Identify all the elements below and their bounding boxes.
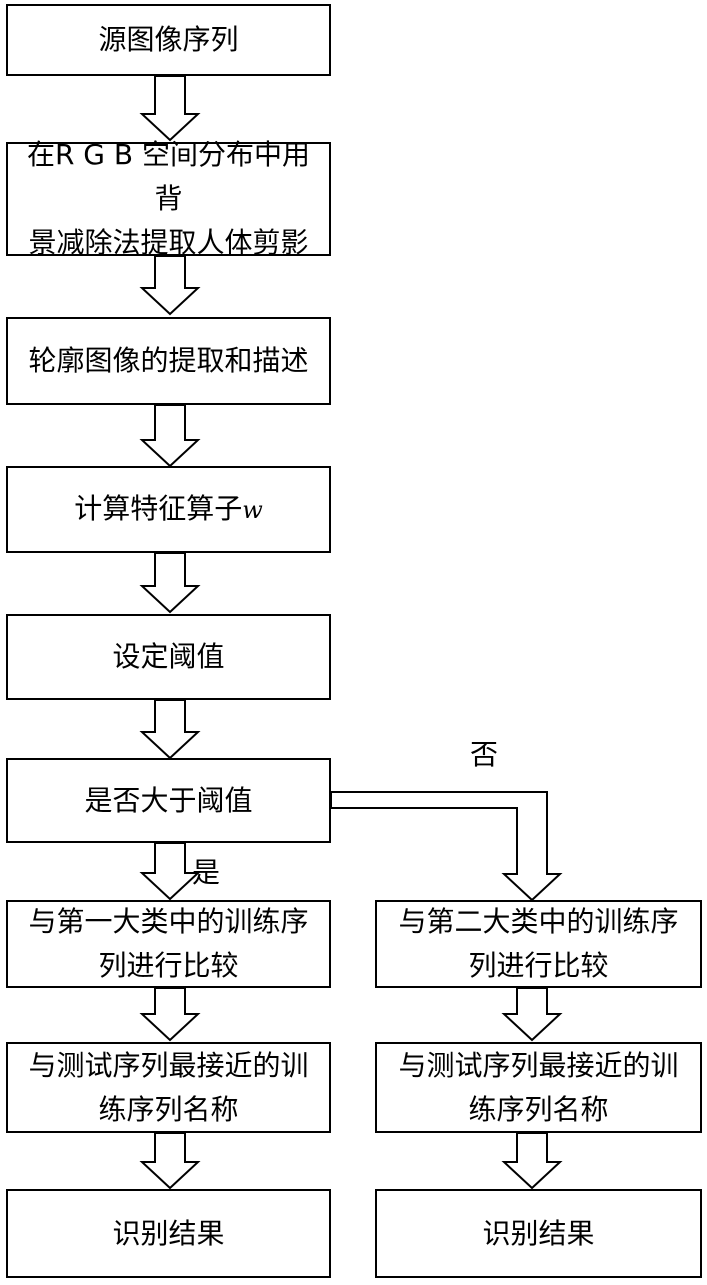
arrow-threshold-to-decision: [142, 700, 198, 758]
arrow-right-compare-to-nearest: [504, 988, 560, 1040]
arrow-source-to-extract: [142, 76, 198, 140]
left-nearest-line1: 与测试序列最接近的训: [28, 1044, 308, 1088]
step-operator-label: 计算特征算子w: [74, 487, 263, 532]
left-result-label: 识别结果: [112, 1212, 224, 1256]
left-compare-line2: 列进行比较: [98, 944, 238, 988]
step-source-label: 源图像序列: [98, 18, 238, 62]
operator-symbol: w: [242, 496, 263, 524]
right-nearest-training-sequence: 与测试序列最接近的训 练序列名称: [375, 1042, 702, 1133]
left-nearest-training-sequence: 与测试序列最接近的训 练序列名称: [6, 1042, 331, 1133]
decision-label: 是否大于阈值: [84, 779, 252, 823]
right-nearest-line1: 与测试序列最接近的训: [398, 1044, 678, 1088]
left-compare-line1: 与第一大类中的训练序: [28, 900, 308, 944]
step-extract-line2: 景减除法提取人体剪影: [28, 221, 308, 265]
step-feature-operator: 计算特征算子w: [6, 466, 331, 553]
arrow-right-nearest-to-result: [504, 1133, 560, 1188]
arrow-operator-to-threshold: [142, 553, 198, 612]
arrow-left-nearest-to-result: [142, 1133, 198, 1188]
step-source-sequence: 源图像序列: [6, 4, 331, 76]
step-silhouette-extraction: 在R G B 空间分布中用背 景减除法提取人体剪影: [6, 142, 331, 256]
step-set-threshold: 设定阈值: [6, 614, 331, 700]
branch-yes-label: 是: [192, 858, 220, 888]
step-contour-description: 轮廓图像的提取和描述: [6, 317, 331, 405]
decision-above-threshold: 是否大于阈值: [6, 758, 331, 843]
right-compare-line2: 列进行比较: [468, 944, 608, 988]
left-recognition-result: 识别结果: [6, 1189, 331, 1278]
branch-no-label: 否: [470, 740, 498, 770]
arrow-decision-yes: [142, 843, 198, 899]
right-nearest-line2: 练序列名称: [468, 1088, 608, 1132]
step-threshold-label: 设定阈值: [112, 635, 224, 679]
right-compare-class2: 与第二大类中的训练序 列进行比较: [375, 900, 702, 988]
left-compare-class1: 与第一大类中的训练序 列进行比较: [6, 900, 331, 988]
arrow-contour-to-operator: [142, 405, 198, 466]
step-extract-line1: 在R G B 空间分布中用背: [18, 133, 319, 221]
step-contour-label: 轮廓图像的提取和描述: [28, 339, 308, 383]
step-operator-text: 计算特征算子: [74, 492, 242, 525]
right-result-label: 识别结果: [482, 1212, 594, 1256]
left-nearest-line2: 练序列名称: [98, 1088, 238, 1132]
arrow-left-compare-to-nearest: [142, 988, 198, 1040]
right-recognition-result: 识别结果: [375, 1189, 702, 1278]
right-compare-line1: 与第二大类中的训练序: [398, 900, 678, 944]
arrow-decision-no: [331, 792, 560, 900]
